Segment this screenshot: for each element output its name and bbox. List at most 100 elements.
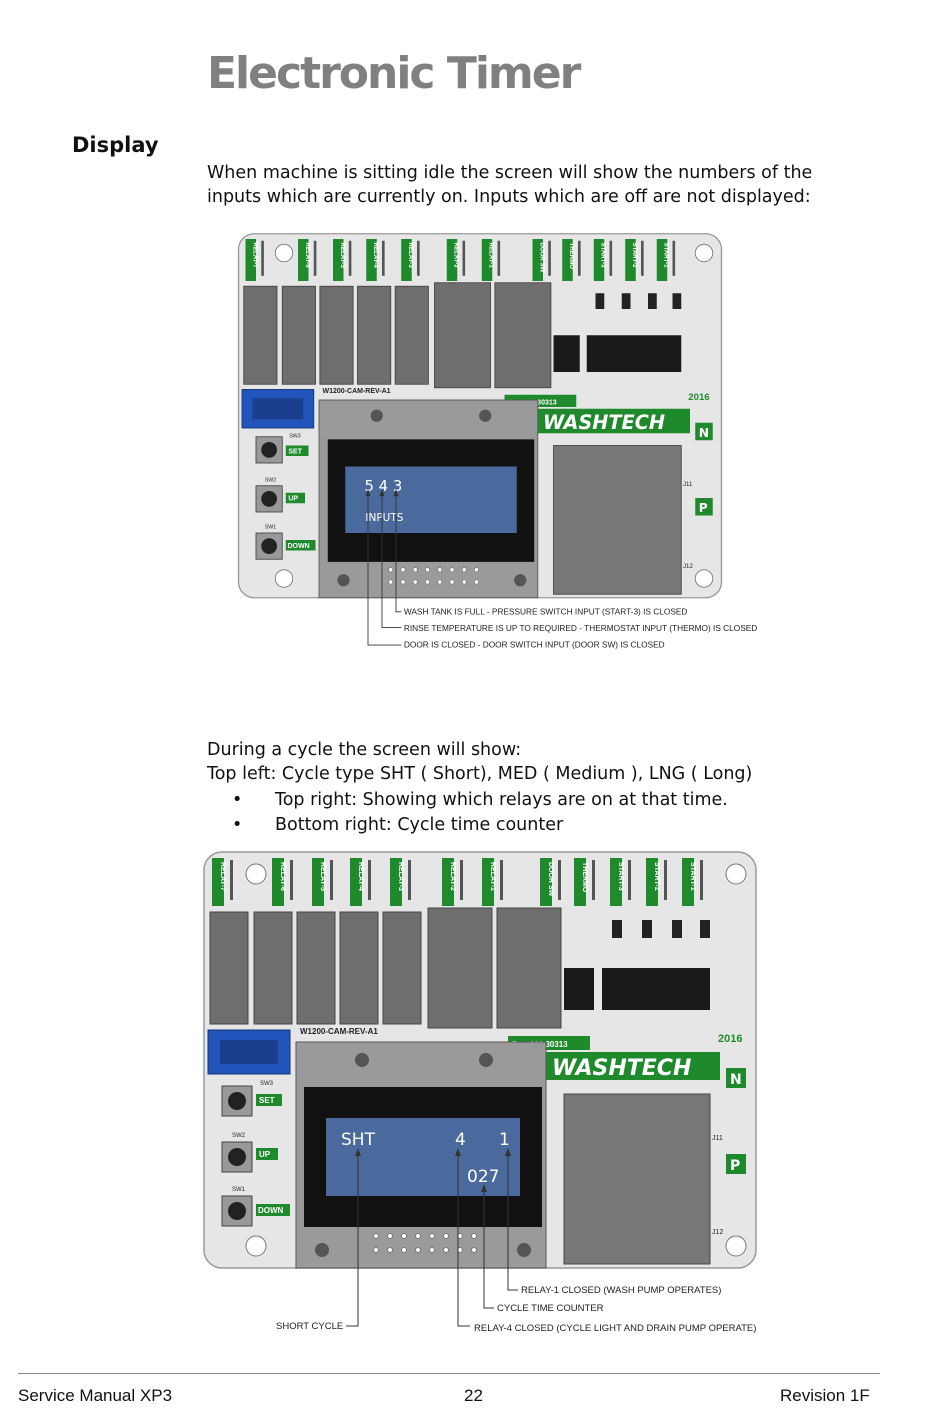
connector-pin xyxy=(460,860,463,900)
svg-text:SW3: SW3 xyxy=(260,1081,274,1087)
connector-label-start-3: START-3 xyxy=(617,862,624,891)
connector-pin xyxy=(609,240,613,276)
connector-pin xyxy=(368,860,371,900)
lcd-inputs-label: INPUTS xyxy=(365,512,403,524)
annotation-door: DOOR IS CLOSED - DOOR SWITCH INPUT (DOOR… xyxy=(404,640,665,650)
connector-pin xyxy=(548,240,551,276)
connector-tag xyxy=(401,239,412,281)
annotation-relay4: RELAY-4 CLOSED (CYCLE LIGHT AND DRAIN PU… xyxy=(474,1323,756,1334)
brand-logo: WASHTECH xyxy=(543,411,665,434)
footer-page-number: 22 xyxy=(464,1386,483,1405)
bullet-list: Top right: Showing which relays are on a… xyxy=(232,788,728,838)
set-button-2: SET SW3 xyxy=(221,1081,282,1117)
svg-text:DOWN: DOWN xyxy=(258,1206,284,1215)
connector-pin xyxy=(408,860,411,900)
svg-text:SW2: SW2 xyxy=(265,477,276,483)
annotation-start3: WASH TANK IS FULL - PRESSURE SWITCH INPU… xyxy=(404,606,688,616)
down-button-1: DOWN SW1 xyxy=(255,525,316,560)
connector-tag xyxy=(482,858,494,906)
connector-label-relay-3: RELAY-3 xyxy=(407,243,414,269)
page-title: Electronic Timer xyxy=(207,48,581,99)
top-left-description: Top left: Cycle type SHT ( Short), MED (… xyxy=(207,764,753,784)
bullet-bottom-right: Bottom right: Cycle time counter xyxy=(232,813,728,838)
up-button-2: UP SW2 xyxy=(221,1133,278,1173)
connector-pin xyxy=(382,240,385,276)
connector-pin xyxy=(417,240,420,276)
j12-label: J12 xyxy=(683,563,693,570)
connector-pin xyxy=(261,240,264,276)
connector-tag xyxy=(390,858,402,906)
connector-label-relay-5: RELAY-5 xyxy=(319,862,326,891)
connector-label-door-sw: DOOR SW xyxy=(538,243,545,273)
connector-pin xyxy=(700,860,703,900)
bullet-top-right: Top right: Showing which relays are on a… xyxy=(232,788,728,813)
svg-text:SW2: SW2 xyxy=(232,1133,246,1139)
svg-text:SET: SET xyxy=(288,448,302,455)
connector-label-relay-2: RELAY-2 xyxy=(449,862,456,891)
intro-line-1: When machine is sitting idle the screen … xyxy=(207,163,813,183)
lcd-screen-1 xyxy=(345,466,517,533)
annotation-thermo: RINSE TEMPERATURE IS UP TO REQUIRED - TH… xyxy=(404,623,757,633)
cam-label: W1200-CAM-REV-A1 xyxy=(323,388,391,395)
svg-text:SW1: SW1 xyxy=(265,525,276,531)
footer-divider xyxy=(18,1373,880,1374)
year-label: 2016 xyxy=(688,392,709,403)
connector-tag xyxy=(350,858,362,906)
connector-label-start-3: START-3 xyxy=(600,243,607,269)
connector-tag xyxy=(333,239,344,281)
brand-logo-2: WASHTECH xyxy=(552,1056,691,1081)
connector-label-relay-6: RELAY-6 xyxy=(304,243,311,269)
connector-tag xyxy=(446,239,458,281)
connector-label-door-sw: DOOR SW xyxy=(547,862,554,897)
cam-label-2: W1200-CAM-REV-A1 xyxy=(300,1027,378,1036)
connector-label-thermo: THERMO xyxy=(581,862,588,893)
annotation-counter: CYCLE TIME COUNTER xyxy=(497,1303,604,1314)
connector-tag xyxy=(593,239,605,281)
connector-tag xyxy=(656,239,668,281)
j11-label: J11 xyxy=(683,481,693,488)
connector-label-relay-1: RELAY-1 xyxy=(488,243,495,269)
lcd-cycle-type: SHT xyxy=(341,1130,376,1150)
cycle-paragraph: During a cycle the screen will show: Top… xyxy=(207,738,752,786)
connector-pin xyxy=(230,860,233,900)
connector-label-relay-4: RELAY-4 xyxy=(357,862,364,891)
p-label-2: P xyxy=(730,1158,740,1174)
connector-label-relay-5: RELAY-5 xyxy=(339,243,346,269)
connector-pin xyxy=(497,240,501,276)
section-heading: Display xyxy=(72,133,159,157)
intro-line-2: inputs which are currently on. Inputs wh… xyxy=(207,187,811,207)
connector-label-relay-7: RELAY-7 xyxy=(219,862,226,891)
connector-label-start-1: START-1 xyxy=(663,243,670,269)
p-label: P xyxy=(699,501,708,515)
connector-pin xyxy=(592,860,595,900)
connector-label-relay-7: RELAY-7 xyxy=(251,243,258,269)
connector-tag xyxy=(625,239,636,281)
down-button-2: DOWN SW1 xyxy=(221,1187,290,1227)
svg-text:SW1: SW1 xyxy=(232,1187,246,1193)
connector-tag xyxy=(532,239,543,281)
annotation-relay1: RELAY-1 CLOSED (WASH PUMP OPERATES) xyxy=(521,1285,721,1296)
connector-label-start-1: START-1 xyxy=(689,862,696,891)
connector-tag xyxy=(481,239,493,281)
connector-tag xyxy=(442,858,454,906)
connector-pin xyxy=(672,240,676,276)
connector-pin xyxy=(290,860,293,900)
svg-text:SET: SET xyxy=(259,1096,275,1105)
lcd-counter: 027 xyxy=(467,1167,499,1187)
annotation-short: SHORT CYCLE xyxy=(276,1321,343,1332)
connector-label-relay-6: RELAY-6 xyxy=(279,862,286,891)
connector-pin xyxy=(462,240,466,276)
connector-tag xyxy=(562,239,573,281)
connector-tag xyxy=(312,858,324,906)
up-button-1: UP SW2 xyxy=(255,477,305,513)
year-label-2: 2016 xyxy=(718,1033,742,1045)
connector-tag xyxy=(272,858,284,906)
connector-label-start-2: START-2 xyxy=(631,243,638,269)
connector-pin xyxy=(664,860,667,900)
connector-tag xyxy=(610,858,622,906)
j12-label-2: J12 xyxy=(712,1229,723,1236)
connector-tag xyxy=(682,858,694,906)
